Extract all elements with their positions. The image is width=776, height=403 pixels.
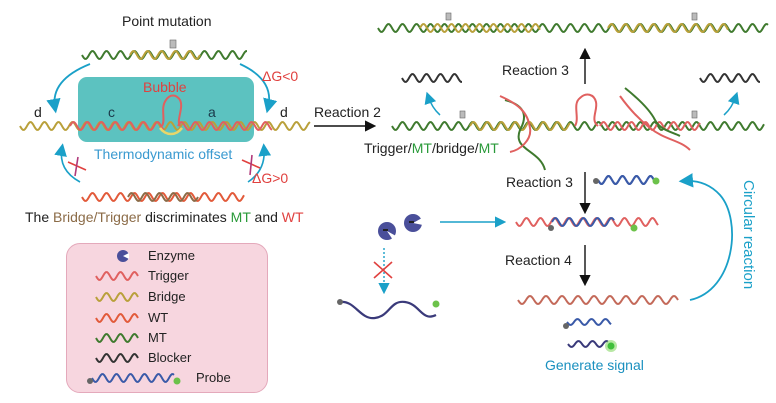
reaction2-label: Reaction 2 xyxy=(314,104,381,120)
caption-bridge-trigger: Bridge/Trigger xyxy=(53,209,142,225)
domain-d-left: d xyxy=(34,104,42,120)
circular-reaction-arrow xyxy=(678,173,733,301)
domain-a: a xyxy=(208,104,216,120)
release-arrow-left xyxy=(424,91,441,116)
trigger-mt-bridge-complex xyxy=(391,87,765,171)
caption-mt: MT xyxy=(230,209,251,225)
bubble-duplex xyxy=(19,94,311,136)
blocked-arrow-left xyxy=(54,143,81,183)
mutation-marker-icon xyxy=(445,12,452,21)
generate-signal-label: Generate signal xyxy=(545,357,644,373)
probe-intact xyxy=(337,299,440,320)
complex-label: Trigger/MT/bridge/MT xyxy=(364,140,499,156)
discrimination-caption: The Bridge/Trigger discriminates MT and … xyxy=(25,209,304,225)
probe-free xyxy=(593,175,660,185)
caption-middle: discriminates xyxy=(141,209,231,225)
point-mutation-label: Point mutation xyxy=(122,13,212,29)
mt-bridge-duplex xyxy=(81,39,247,60)
legend-wt-icon xyxy=(95,313,139,323)
released-blocker-right xyxy=(699,73,760,83)
mutation-marker-icon xyxy=(459,110,466,119)
legend-enzyme-icon xyxy=(117,250,129,262)
legend-item-probe: Probe xyxy=(196,370,231,385)
mutation-marker-icon xyxy=(169,39,177,49)
reaction3-top-label: Reaction 3 xyxy=(502,62,569,78)
complex-trigger: Trigger/ xyxy=(364,140,412,156)
bubble-region-panel xyxy=(78,77,254,142)
delta-g-positive: ΔG>0 xyxy=(252,170,289,186)
legend-item-bridge: Bridge xyxy=(148,289,186,304)
legend-item-mt: MT xyxy=(148,330,167,345)
release-arrow-right xyxy=(723,91,740,116)
mutation-marker-icon xyxy=(691,110,698,119)
delta-g-negative: ΔG<0 xyxy=(262,68,299,84)
legend-item-wt: WT xyxy=(148,310,169,325)
probe-fragment-quencher xyxy=(563,318,612,329)
released-blocker-left xyxy=(401,73,462,83)
trigger-released xyxy=(517,294,679,306)
reaction4-label: Reaction 4 xyxy=(505,252,572,268)
bubble-label: Bubble xyxy=(143,79,187,95)
trigger-probe-duplex xyxy=(515,217,659,232)
caption-wt: WT xyxy=(281,209,304,225)
legend-bridge-icon xyxy=(95,292,139,302)
legend-item-trigger: Trigger xyxy=(148,268,189,283)
cross-right-icon xyxy=(241,154,261,176)
reaction3-mid-label: Reaction 3 xyxy=(506,174,573,190)
wt-bridge-duplex xyxy=(81,192,245,202)
complex-mt2: MT xyxy=(478,140,499,156)
legend-panel xyxy=(66,243,268,393)
bubble-loop xyxy=(161,94,183,127)
legend-item-blocker: Blocker xyxy=(148,350,192,365)
cross-left-icon xyxy=(67,156,87,177)
mutation-marker-icon xyxy=(691,12,698,21)
enzyme-icon xyxy=(404,214,423,232)
caption-prefix: The xyxy=(25,209,54,225)
enzyme-icon xyxy=(378,222,396,240)
blocked-arrow-right xyxy=(247,143,272,183)
legend-mt-icon xyxy=(95,333,139,343)
legend-trigger-icon xyxy=(95,271,139,281)
cross-enzyme-icon xyxy=(373,261,393,279)
circular-reaction-label: Circular reaction xyxy=(740,180,757,290)
probe-fragment-fluorophore xyxy=(567,340,617,352)
complex-mt1: MT xyxy=(411,140,432,156)
thermodynamic-offset-label: Thermodynamic offset xyxy=(94,146,233,162)
legend-item-enzyme: Enzyme xyxy=(148,248,195,263)
complex-bridge: /bridge/ xyxy=(431,140,479,156)
arrow-to-left-d xyxy=(46,63,91,114)
legend-blocker-icon xyxy=(95,353,139,363)
caption-and: and xyxy=(250,209,282,225)
product-duplex-top xyxy=(377,12,769,33)
legend-probe-icon xyxy=(87,373,181,385)
domain-d-right: d xyxy=(280,104,288,120)
domain-c: c xyxy=(108,104,115,120)
arrow-to-right-d xyxy=(239,63,278,114)
